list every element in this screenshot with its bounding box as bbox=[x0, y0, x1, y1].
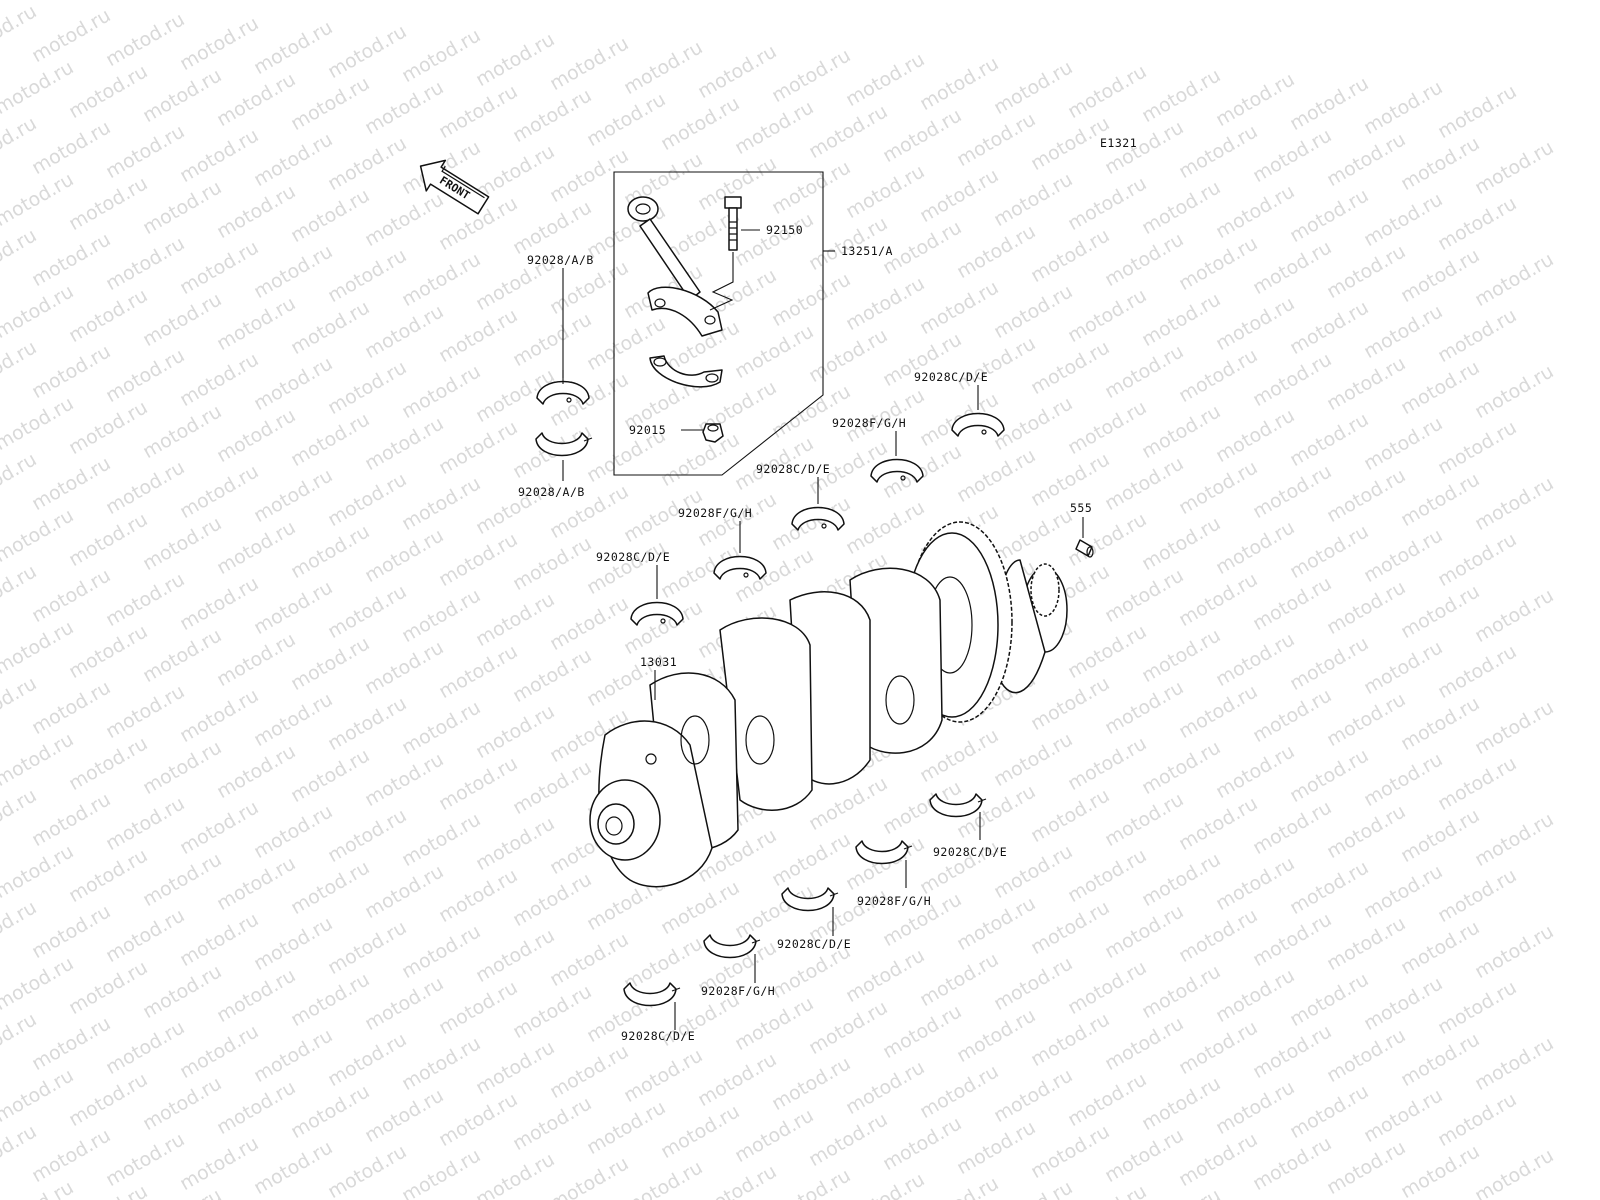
front-arrow-icon: FRONT bbox=[419, 159, 490, 215]
label-upper-fgh-1: 92028F/G/H bbox=[678, 506, 752, 520]
label-lower-fgh-1: 92028F/G/H bbox=[701, 984, 775, 998]
dowel-pin bbox=[1075, 539, 1094, 558]
label-92015: 92015 bbox=[629, 423, 666, 437]
label-upper-cde-1: 92028C/D/E bbox=[596, 550, 670, 564]
label-92150: 92150 bbox=[766, 223, 803, 237]
main-bearing-lower-fgh-1 bbox=[703, 934, 761, 959]
conrod-bearing-lower bbox=[535, 432, 593, 457]
crankshaft bbox=[589, 521, 1068, 888]
main-bearing-lower-fgh-2 bbox=[855, 840, 913, 865]
main-bearing-lower-cde-3 bbox=[929, 793, 987, 818]
label-13251-a: 13251/A bbox=[841, 244, 893, 258]
label-lower-cde-2: 92028C/D/E bbox=[777, 937, 851, 951]
main-bearing-upper-cde-3 bbox=[951, 412, 1005, 437]
label-upper-cde-3: 92028C/D/E bbox=[914, 370, 988, 384]
connecting-rod-cap bbox=[649, 355, 723, 388]
bolt bbox=[709, 196, 742, 311]
label-lower-cde-3: 92028C/D/E bbox=[933, 845, 1007, 859]
main-bearing-upper-cde-1 bbox=[630, 601, 684, 626]
main-bearing-upper-fgh-2 bbox=[870, 458, 924, 483]
label-lower-cde-1: 92028C/D/E bbox=[621, 1029, 695, 1043]
connecting-rod bbox=[627, 196, 723, 337]
diagram-code: E1321 bbox=[1100, 136, 1137, 150]
main-bearing-lower-cde-1 bbox=[623, 982, 681, 1007]
conrod-assy-box bbox=[613, 171, 824, 476]
label-13031: 13031 bbox=[640, 655, 677, 669]
nut bbox=[702, 423, 724, 443]
label-upper-fgh-2: 92028F/G/H bbox=[832, 416, 906, 430]
label-555: 555 bbox=[1070, 501, 1092, 515]
label-upper-cde-2: 92028C/D/E bbox=[756, 462, 830, 476]
label-92028-ab-upper: 92028/A/B bbox=[527, 253, 594, 267]
main-bearing-upper-cde-2 bbox=[791, 506, 845, 531]
main-bearing-upper-fgh-1 bbox=[713, 555, 767, 580]
main-bearing-lower-cde-2 bbox=[781, 887, 839, 912]
label-92028-ab-lower: 92028/A/B bbox=[518, 485, 585, 499]
conrod-bearing-upper bbox=[536, 380, 590, 405]
label-lower-fgh-2: 92028F/G/H bbox=[857, 894, 931, 908]
